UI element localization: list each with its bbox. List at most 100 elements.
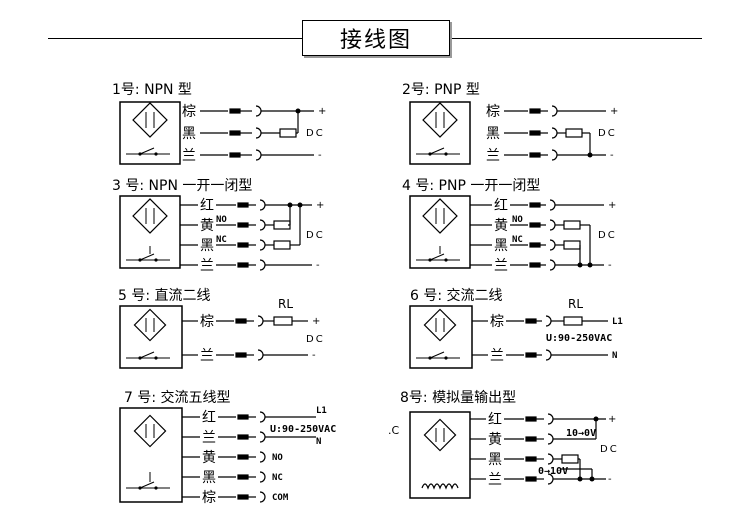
nc-tag: NC (512, 235, 523, 245)
wire-label: 兰 (182, 148, 196, 164)
terminal-label: - (316, 260, 322, 271)
junction-dot (295, 108, 301, 114)
junction-dot (577, 476, 583, 482)
diagram-analog-output: 8号: 模拟量输出型 红 黄 黑 兰 + 10→0V DC 0→10V - (400, 390, 619, 499)
diagram-title: 4 号: PNP 一开一闭型 (402, 178, 540, 194)
terminal-label: NO (272, 453, 283, 463)
diagram-title: 7 号: 交流五线型 (124, 389, 231, 406)
wire-label: 红 (494, 198, 508, 214)
wire-labels: 棕 兰 (490, 314, 504, 364)
diagram-pnp: 2号: PNP 型 棕 黑 兰 + DC - (402, 82, 620, 165)
wire-label: 黄 (494, 217, 508, 234)
diagram-title: 2号: PNP 型 (402, 82, 480, 98)
no-tag: NO (512, 215, 523, 225)
wire-label: 红 (200, 198, 214, 214)
sensor-body (409, 305, 473, 369)
wiring (504, 105, 606, 161)
wire-label: 黄 (200, 217, 214, 234)
wire-label: 黑 (494, 238, 508, 254)
wire-label: 兰 (488, 472, 502, 488)
wiring (470, 413, 606, 485)
wire-label: 兰 (200, 258, 214, 274)
terminal-label: DC (306, 230, 325, 241)
wire-label: 黑 (202, 470, 216, 486)
wiring (182, 315, 308, 361)
diagram-title: 6 号: 交流二线 (410, 287, 503, 304)
wire-labels: 红 兰 黄 黑 棕 (202, 410, 216, 506)
terminal-label: - (610, 150, 616, 161)
diagram-ac-two-wire: 6 号: 交流二线 棕 兰 RL L1 U:90-250VAC N (409, 287, 623, 369)
wire-label: 红 (202, 410, 216, 426)
wire-label: 红 (488, 412, 502, 428)
wiring (472, 315, 608, 361)
no-tag: NO (216, 215, 227, 225)
sensor-body (409, 195, 471, 269)
wire-label: 棕 (202, 490, 216, 506)
terminal-label: U:90-250VAC (546, 333, 612, 344)
wire-label: 棕 (182, 104, 196, 120)
wire-label: 兰 (490, 348, 504, 364)
wire-label: 棕 (200, 314, 214, 330)
junction-dot (593, 416, 599, 422)
title-rule-left (48, 38, 302, 39)
terminal-label: - (318, 150, 324, 161)
stray-text: .C (388, 424, 400, 437)
diagram-title: 1号: NPN 型 (112, 82, 192, 98)
terminal-label: DC (600, 444, 619, 455)
diagram-title: 8号: 模拟量输出型 (400, 390, 516, 406)
diagram-title: 3 号: NPN 一开一闭型 (112, 178, 252, 194)
terminal-label: DC (306, 128, 325, 139)
terminal-label: + (608, 200, 618, 211)
terminal-label: + (312, 316, 322, 327)
terminal-label: + (608, 414, 618, 425)
wire-labels: 红 黄 黑 兰 (200, 198, 214, 274)
page-title: 接线图 (302, 20, 450, 56)
terminal-label: - (608, 260, 614, 271)
terminal-label: 0→10V (538, 466, 568, 477)
wire-labels: 棕 黑 兰 (182, 104, 196, 164)
nc-tag: NC (216, 235, 227, 245)
wire-label: 黑 (200, 238, 214, 254)
wiring (182, 411, 316, 503)
terminal-label: + (318, 106, 328, 117)
wire-label: 兰 (494, 258, 508, 274)
junction-dot (297, 202, 303, 208)
wire-label: 兰 (202, 430, 216, 446)
wire-label: 黑 (488, 452, 502, 468)
terminal-label: - (608, 474, 614, 485)
junction-dot (589, 476, 595, 482)
terminal-label: + (610, 106, 620, 117)
diagram-pnp-no-nc: 4 号: PNP 一开一闭型 红 黄 黑 兰 NO NC + DC - (402, 178, 618, 274)
sensor-body (119, 305, 183, 369)
diagram-ac-five-wire: 7 号: 交流五线型 红 兰 黄 黑 棕 L1 U:90-250VAC N NO… (119, 389, 336, 506)
terminal-label: L1 (612, 317, 623, 327)
wire-label: 棕 (490, 314, 504, 330)
terminal-label: COM (272, 493, 289, 503)
coil-icon (421, 483, 459, 490)
junction-dot (577, 262, 583, 268)
junction-dot (587, 152, 593, 158)
junction-dot (587, 262, 593, 268)
terminal-label: - (312, 350, 318, 361)
diagram-title: 5 号: 直流二线 (118, 287, 211, 304)
wire-labels: 棕 黑 兰 (486, 104, 500, 164)
terminal-label: DC (306, 334, 325, 345)
terminal-label: N (612, 351, 617, 361)
load-label: RL (278, 297, 293, 311)
terminal-label: + (316, 200, 326, 211)
load-label: RL (568, 297, 583, 311)
wiring (470, 199, 604, 271)
terminal-label: U:90-250VAC (270, 424, 336, 435)
sensor-body (119, 101, 181, 165)
page-header: 接线图 (0, 18, 750, 58)
wire-label: 黄 (488, 431, 502, 448)
wire-label: 黑 (182, 126, 196, 142)
wire-label: 棕 (486, 104, 500, 120)
sensor-body (409, 101, 471, 165)
diagram-npn: 1号: NPN 型 棕 黑 兰 + DC - (112, 82, 328, 165)
diagram-dc-two-wire: 5 号: 直流二线 棕 兰 RL + DC - (118, 287, 325, 369)
junction-dot (287, 202, 293, 208)
sensor-body (409, 411, 471, 499)
terminal-label: L1 (316, 406, 327, 416)
title-rule-right (450, 38, 702, 39)
